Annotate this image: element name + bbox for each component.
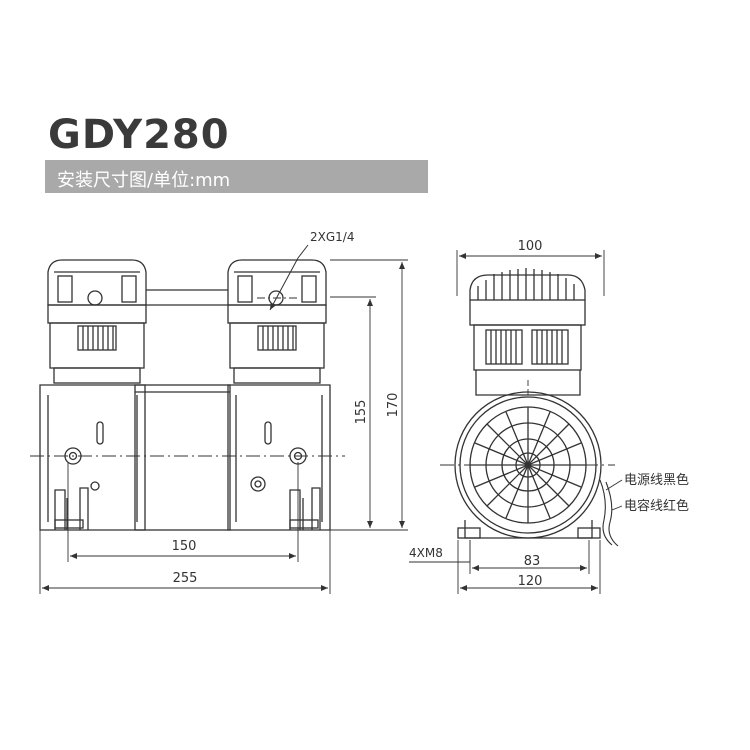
wire-red-label: 电容线红色 [624, 498, 689, 514]
side-head-block [469, 299, 586, 326]
dim-width-top: 100 [518, 239, 543, 254]
side-base [464, 520, 593, 539]
left-cylinder-head [47, 259, 147, 384]
subtitle: 安装尺寸图/单位:mm [57, 170, 231, 191]
right-crankcase [227, 384, 331, 531]
port-label: 2XG1/4 [310, 230, 354, 244]
front-view [30, 244, 408, 594]
dim-height-total: 170 [386, 393, 401, 418]
motor-body [134, 384, 231, 531]
dim-width-base: 120 [518, 574, 543, 589]
wire-black-label: 电源线黑色 [624, 472, 689, 488]
bolt-label: 4XM8 [409, 546, 443, 560]
page-title: GDY280 [48, 112, 230, 158]
dim-hole-spacing: 150 [172, 539, 197, 554]
cooling-fins [469, 268, 586, 300]
dim-length: 255 [173, 571, 198, 586]
subtitle-bar: 安装尺寸图/单位:mm [45, 160, 428, 193]
dim-height-mount: 155 [354, 400, 369, 425]
side-view [409, 250, 623, 594]
dim-hole-spacing-side: 83 [524, 554, 541, 569]
left-crankcase [39, 384, 146, 531]
right-cylinder-head [227, 259, 327, 384]
